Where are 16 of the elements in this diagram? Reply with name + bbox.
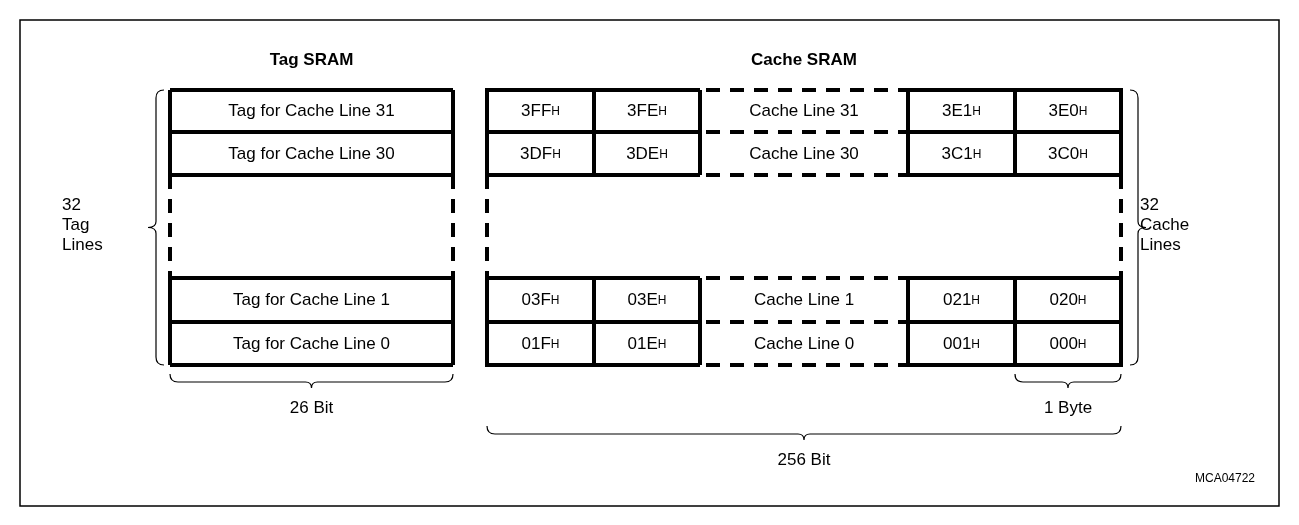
brace-label: 32 Cache Lines: [1140, 195, 1190, 255]
tag-label: Tag for Cache Line 31: [227, 100, 396, 122]
cache-line-label: Cache Line 0: [752, 332, 856, 355]
tag-label: Tag for Cache Line 30: [227, 142, 396, 165]
figure-id: MCA04722: [1195, 470, 1256, 487]
brace-label: 1 Byte: [1042, 398, 1094, 418]
cache-line-label: Cache Line 1: [752, 289, 856, 311]
tag-label: Tag for Cache Line 1: [232, 289, 391, 311]
brace-label: 32 Tag Lines: [62, 195, 103, 255]
cache-line-label: Cache Line 31: [748, 100, 860, 122]
tag-label: Tag for Cache Line 0: [232, 332, 391, 355]
column-heading: Cache SRAM: [750, 50, 858, 70]
column-heading: Tag SRAM: [268, 50, 355, 70]
cache-line-label: Cache Line 30: [748, 142, 860, 165]
brace-label: 26 Bit: [288, 398, 335, 418]
brace-label: 256 Bit: [776, 450, 832, 470]
